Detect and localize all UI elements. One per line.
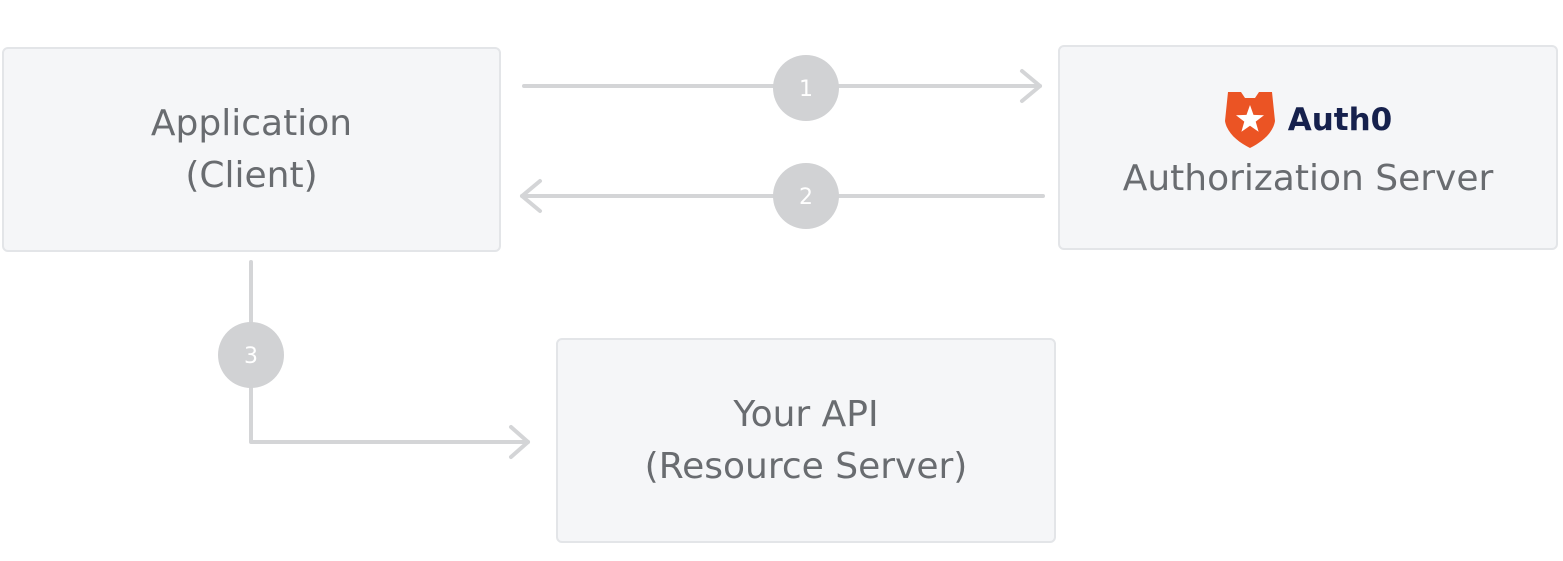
arrowhead-right-icon — [1020, 69, 1042, 103]
auth0-brand: Auth0 — [1224, 91, 1393, 149]
step-badge-2: 2 — [773, 163, 839, 229]
step-number: 3 — [244, 344, 258, 369]
step-badge-3: 3 — [218, 322, 284, 388]
arrowhead-left-icon — [520, 179, 542, 213]
application-client-node: Application (Client) — [2, 47, 501, 252]
step-number: 1 — [799, 77, 813, 102]
authorization-server-label: Authorization Server — [1122, 157, 1494, 199]
step-number: 2 — [799, 185, 813, 210]
arrow-client-to-api — [249, 260, 530, 444]
client-title: Application — [150, 102, 353, 144]
arrowhead-right-icon — [509, 425, 530, 459]
auth0-shield-star-icon — [1224, 91, 1275, 148]
api-subtitle: (Resource Server) — [644, 445, 968, 487]
client-subtitle: (Client) — [185, 154, 318, 196]
auth0-wordmark: Auth0 — [1287, 101, 1393, 138]
authorization-server-node: Auth0 Authorization Server — [1058, 45, 1558, 250]
resource-server-node: Your API (Resource Server) — [556, 338, 1056, 543]
api-title: Your API — [733, 393, 879, 435]
step-badge-1: 1 — [773, 55, 839, 121]
